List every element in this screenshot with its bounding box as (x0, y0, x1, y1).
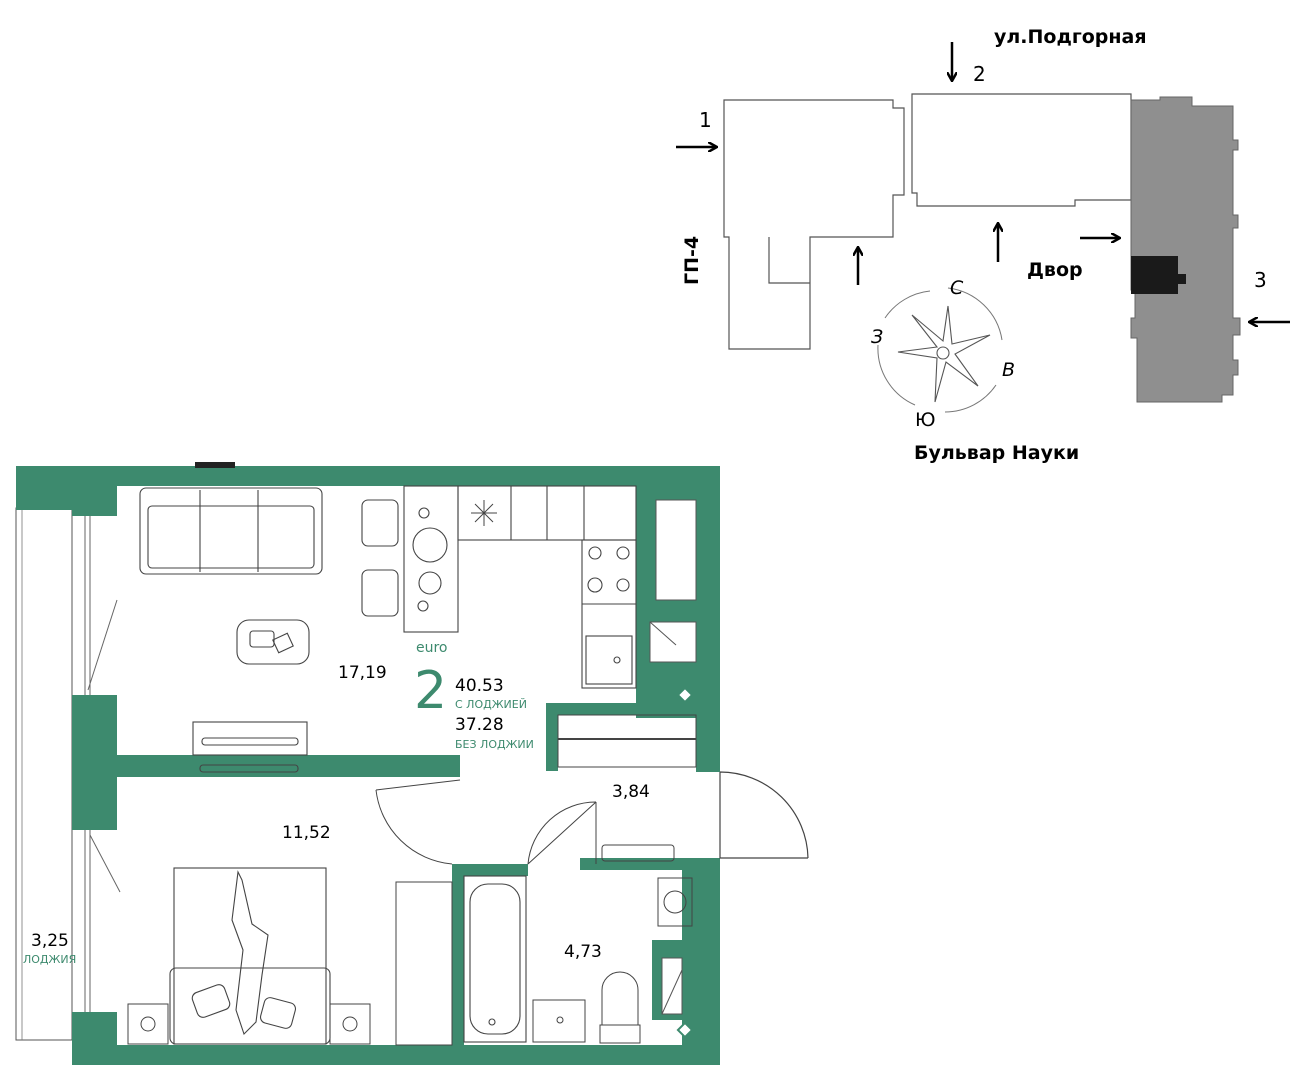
loggia-caption: ЛОДЖИЯ (23, 953, 76, 966)
site-plan: 1 2 3 ул.Подгорная Двор Бульвар Науки ГП… (676, 26, 1290, 464)
bath-shaft (661, 957, 683, 1015)
compass-west: З (871, 326, 883, 348)
compass-south: Ю (915, 409, 936, 431)
area-with-loggia-caption: С ЛОДЖИЕЙ (455, 698, 527, 711)
freezer-icon (471, 500, 497, 526)
room-area-living-kitchen: 17,19 (338, 663, 387, 683)
apartment-rooms: 2 (414, 661, 447, 721)
wardrobe (395, 881, 453, 1046)
shoe-rack (601, 844, 675, 862)
view-label-2: 2 (973, 62, 986, 86)
bathtub (463, 875, 527, 1043)
room-area-bathroom: 4,73 (564, 942, 602, 962)
area-without-loggia-caption: БЕЗ ЛОДЖИИ (455, 738, 534, 751)
current-section-marker-notch (1178, 274, 1186, 284)
compass-north: С (950, 277, 964, 299)
current-section-marker (1131, 256, 1178, 294)
toilet (599, 971, 641, 1044)
room-area-bedroom: 11,52 (282, 823, 331, 843)
apartment-type: euro (416, 640, 448, 656)
view-label-3: 3 (1254, 268, 1267, 292)
nightstands (127, 1003, 371, 1045)
room-area-hallway: 3,84 (612, 782, 650, 802)
radiator-hall (557, 714, 697, 768)
bathroom-door-swing (527, 801, 597, 865)
sink (532, 999, 586, 1043)
compass-rose-icon (897, 305, 991, 403)
street-bottom-label: Бульвар Науки (914, 442, 1079, 464)
view-label-1: 1 (699, 108, 712, 132)
walls (16, 466, 720, 1065)
middle-section-outline (911, 93, 1132, 207)
bar-counter (361, 485, 459, 633)
ventilation-shaft (655, 499, 697, 601)
floor-plan: 17,19 11,52 3,84 4,73 3,25 ЛОДЖИЯ euro 2… (15, 462, 809, 1065)
compass: С В Ю З (871, 277, 1015, 431)
kitchen-counters (457, 485, 637, 689)
room-area-loggia: 3,25 (31, 931, 69, 951)
washing-machine (657, 877, 693, 927)
windows (84, 516, 121, 1012)
street-top-label: ул.Подгорная (994, 26, 1147, 48)
yard-label: Двор (1027, 259, 1083, 281)
bedroom-door-swing (375, 779, 461, 865)
area-without-loggia: 37.28 (455, 715, 504, 735)
sofa (139, 487, 323, 575)
neighbor-building-label: ГП-4 (681, 236, 703, 285)
neighbor-building-outline (723, 99, 905, 350)
tv-stand (192, 721, 308, 773)
coffee-table (236, 619, 310, 665)
area-with-loggia: 40.53 (455, 676, 504, 696)
top-window-marker (195, 462, 235, 468)
entrance-door-swing (719, 771, 809, 859)
current-building (1130, 96, 1241, 403)
compass-east: В (1002, 359, 1015, 381)
bed (169, 867, 331, 1045)
